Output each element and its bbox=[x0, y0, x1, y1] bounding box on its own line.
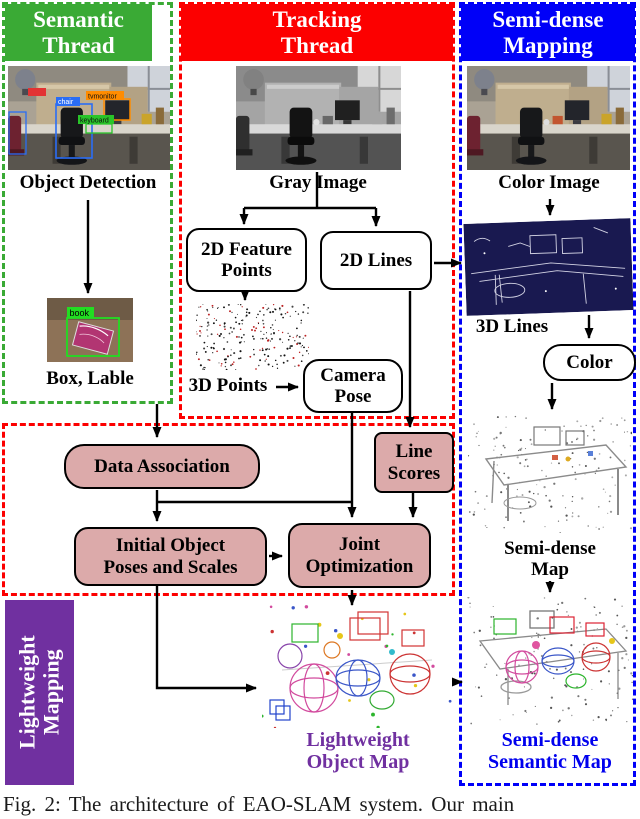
detection-label-tvmonitor: tvmonitor bbox=[88, 94, 117, 101]
box-lable-label: Box, Lable bbox=[46, 368, 134, 389]
object-detection-label: Object Detection bbox=[19, 172, 157, 193]
line-scores-box: Line Scores bbox=[374, 432, 454, 493]
figure-caption: Fig. 2: The architecture of EAO-SLAM sys… bbox=[3, 792, 515, 816]
2d-lines-box: 2D Lines bbox=[320, 231, 432, 290]
3d-points-label: 3D Points bbox=[188, 375, 268, 396]
gray-image-label: Gray Image bbox=[269, 172, 367, 193]
gray-image bbox=[236, 66, 401, 170]
3d-lines-label: 3D Lines bbox=[475, 316, 549, 337]
object-detection-image: chair tvmonitor keyboard bbox=[8, 66, 170, 170]
feature-points-image bbox=[196, 304, 309, 370]
initial-object-poses-box: Initial Object Poses and Scales bbox=[74, 527, 267, 586]
3d-lines-image bbox=[463, 218, 634, 316]
color-image bbox=[467, 66, 630, 170]
lightweight-mapping-label: Lightweight Mapping bbox=[14, 635, 64, 750]
semantic-map-image bbox=[466, 597, 634, 727]
lightweight-mapping-banner: Lightweight Mapping bbox=[5, 600, 74, 785]
tracking-thread-header: Tracking Thread bbox=[181, 4, 453, 61]
lightweight-object-map-label: Lightweight Object Map bbox=[306, 729, 410, 774]
detection-label-chair: chair bbox=[58, 99, 74, 106]
joint-optimization-box: Joint Optimization bbox=[288, 523, 431, 588]
semi-dense-map-image bbox=[468, 415, 632, 533]
object-map-image bbox=[262, 600, 452, 728]
color-image-label: Color Image bbox=[498, 172, 600, 193]
2d-feature-points-box: 2D Feature Points bbox=[186, 228, 307, 292]
semi-dense-semantic-map-label: Semi-dense Semantic Map bbox=[488, 729, 612, 774]
detection-label-book: book bbox=[70, 308, 90, 318]
camera-pose-box: Camera Pose bbox=[303, 359, 403, 413]
semantic-thread-header: Semantic Thread bbox=[5, 4, 152, 61]
book-detection-image: book bbox=[47, 298, 133, 362]
data-association-box: Data Association bbox=[64, 444, 260, 489]
semi-dense-mapping-header: Semi-dense Mapping bbox=[461, 4, 635, 61]
semi-dense-map-label: Semi-dense Map bbox=[504, 538, 596, 581]
color-box: Color bbox=[543, 344, 636, 381]
detection-label-keyboard: keyboard bbox=[80, 118, 109, 125]
